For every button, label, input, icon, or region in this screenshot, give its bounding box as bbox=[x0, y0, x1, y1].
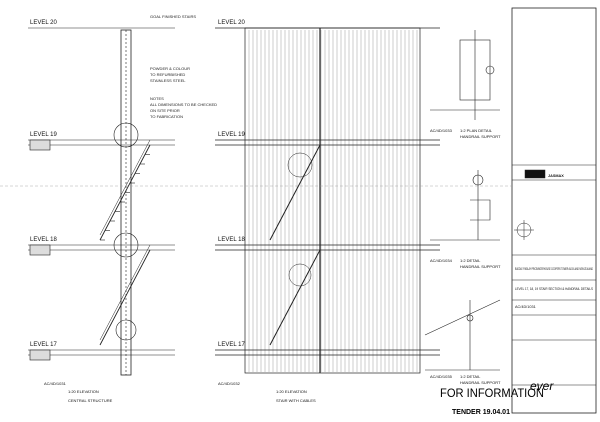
note-6: ON SITE PRIOR bbox=[150, 108, 180, 113]
level-19-left: LEVEL 19 bbox=[30, 132, 57, 138]
note-1: POWDER & COLOUR bbox=[150, 66, 190, 71]
level-20-mid: LEVEL 20 bbox=[218, 20, 245, 26]
level-17-mid: LEVEL 17 bbox=[218, 342, 245, 348]
d3-scale: 1:2 DETAIL bbox=[460, 374, 481, 379]
note-5: ALL DIMENSIONS TO BE CHECKED bbox=[150, 102, 217, 107]
d2-scale: 1:2 DETAIL bbox=[460, 258, 481, 263]
brand-mark: ever bbox=[530, 379, 554, 393]
elev-title: CENTRAL STRUCTURE bbox=[68, 398, 113, 403]
tender-date: TENDER 19.04.01 bbox=[452, 409, 510, 416]
firm-name: JASMAX bbox=[548, 174, 564, 178]
elev-ref: AC/4D/1031 bbox=[44, 381, 67, 386]
d1-scale: 1:2 PLAN DETAIL bbox=[460, 128, 493, 133]
note-7: TO FABRICATION bbox=[150, 114, 183, 119]
d1-ref: AC/4D/1033 bbox=[430, 128, 453, 133]
notes-header: GOAL FINISHED STAIRS bbox=[150, 14, 196, 19]
drawing-title: LEVEL 17, 18, 19 STAIR SECTION & HANDRAI… bbox=[515, 287, 593, 291]
level-18-mid: LEVEL 18 bbox=[218, 237, 245, 243]
right-details bbox=[424, 30, 501, 371]
note-2: TO REFURBISHED bbox=[150, 72, 185, 77]
d2-ref: AC/4D/1034 bbox=[430, 258, 453, 263]
mid-elevation bbox=[215, 27, 440, 374]
level-19-mid: LEVEL 19 bbox=[218, 132, 245, 138]
level-20-left: LEVEL 20 bbox=[30, 20, 57, 26]
mid-ref: AC/4D/1032 bbox=[218, 381, 241, 386]
d1-title: HANDRAIL SUPPORT bbox=[460, 134, 501, 139]
project-name: BUDDLE FINDLAY PRICEWATERHOUSE COOPERS T… bbox=[515, 267, 593, 271]
note-4: NOTES bbox=[150, 96, 164, 101]
level-17-left: LEVEL 17 bbox=[30, 342, 57, 348]
elev-scale: 1:20 ELEVATION bbox=[68, 389, 99, 394]
title-block bbox=[511, 7, 597, 414]
level-18-left: LEVEL 18 bbox=[30, 237, 57, 243]
d3-ref: AC/4D/1035 bbox=[430, 374, 453, 379]
drawing-number: AC/4D/1031 bbox=[515, 305, 536, 309]
left-elevation bbox=[28, 27, 175, 376]
note-3: STAINLESS STEEL bbox=[150, 78, 186, 83]
d2-title: HANDRAIL SUPPORT bbox=[460, 264, 501, 269]
mid-scale: 1:20 ELEVATION bbox=[276, 389, 307, 394]
for-information-stamp: FOR INFORMATION bbox=[440, 386, 544, 400]
d3-title: HANDRAIL SUPPORT bbox=[460, 380, 501, 385]
mid-title: STAIR WITH CABLES bbox=[276, 398, 316, 403]
